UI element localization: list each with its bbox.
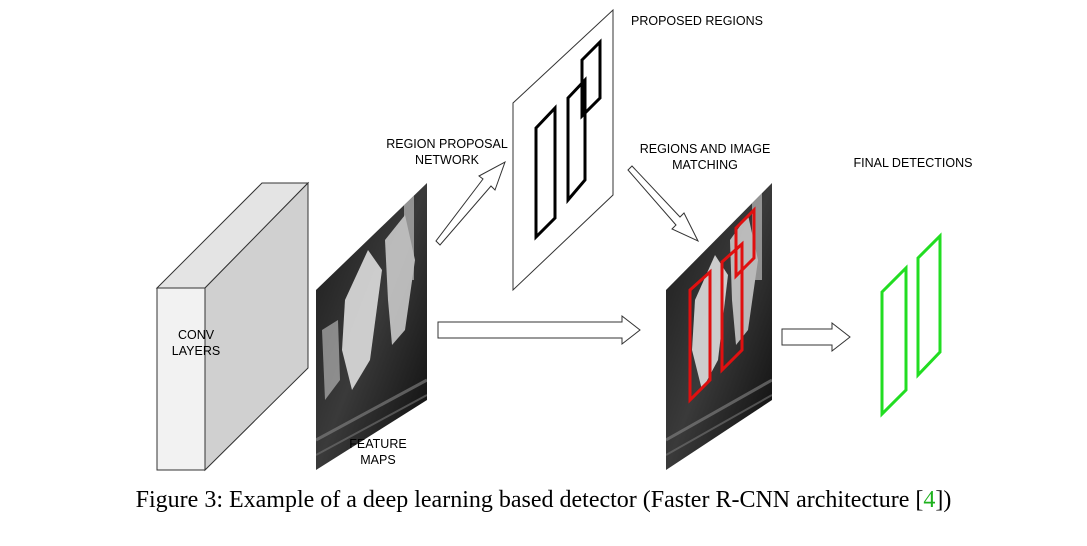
regions-matching-label-line: MATCHING bbox=[672, 158, 738, 172]
feature-maps-label-line: MAPS bbox=[360, 453, 396, 467]
proposal-box bbox=[566, 76, 587, 205]
conv-layers-label-line: LAYERS bbox=[171, 344, 221, 358]
matched-box bbox=[734, 206, 756, 280]
proposal-box bbox=[580, 38, 602, 120]
conv-layers-label-line: CONV bbox=[177, 328, 215, 342]
feature-maps-label-line: FEATURE bbox=[349, 437, 407, 451]
proposal-box bbox=[534, 104, 557, 241]
matched-image bbox=[666, 183, 772, 470]
region-proposal-network-label: REGION PROPOSAL NETWORK bbox=[386, 136, 508, 168]
final-detections-label: FINAL DETECTIONS bbox=[854, 155, 973, 171]
feature-maps-label: FEATURE MAPS bbox=[349, 436, 406, 468]
figure-caption: Figure 3: Example of a deep learning bas… bbox=[0, 487, 1087, 514]
final-detections bbox=[880, 232, 942, 418]
arrow-feature-to-matching bbox=[437, 314, 641, 346]
final-detections-label-line: FINAL DETECTIONS bbox=[853, 156, 973, 170]
caption-prefix: Figure 3: Example of a deep learning bas… bbox=[135, 487, 924, 513]
citation-link[interactable]: 4 bbox=[923, 487, 936, 513]
caption-suffix: ]) bbox=[935, 487, 952, 513]
detection-box bbox=[880, 264, 908, 418]
rpn-label-line: REGION PROPOSAL bbox=[386, 137, 508, 151]
arrow-to-detections bbox=[781, 321, 851, 353]
regions-matching-label-line: REGIONS AND IMAGE bbox=[639, 142, 771, 156]
feature-maps-image bbox=[316, 183, 427, 470]
detection-box bbox=[916, 232, 942, 379]
conv-layers-label: CONV LAYERS bbox=[172, 327, 220, 359]
conv-layers-block bbox=[155, 181, 310, 472]
proposed-regions-label: PROPOSED REGIONS bbox=[631, 13, 763, 29]
rpn-label-line: NETWORK bbox=[415, 153, 479, 167]
proposed-regions-panel bbox=[512, 8, 614, 292]
matched-box bbox=[688, 268, 712, 404]
arrow-to-matching bbox=[627, 165, 700, 243]
proposed-regions-label-line: PROPOSED REGIONS bbox=[631, 14, 763, 28]
regions-matching-label: REGIONS AND IMAGE MATCHING bbox=[640, 141, 771, 173]
arrow-to-proposals bbox=[435, 160, 506, 246]
